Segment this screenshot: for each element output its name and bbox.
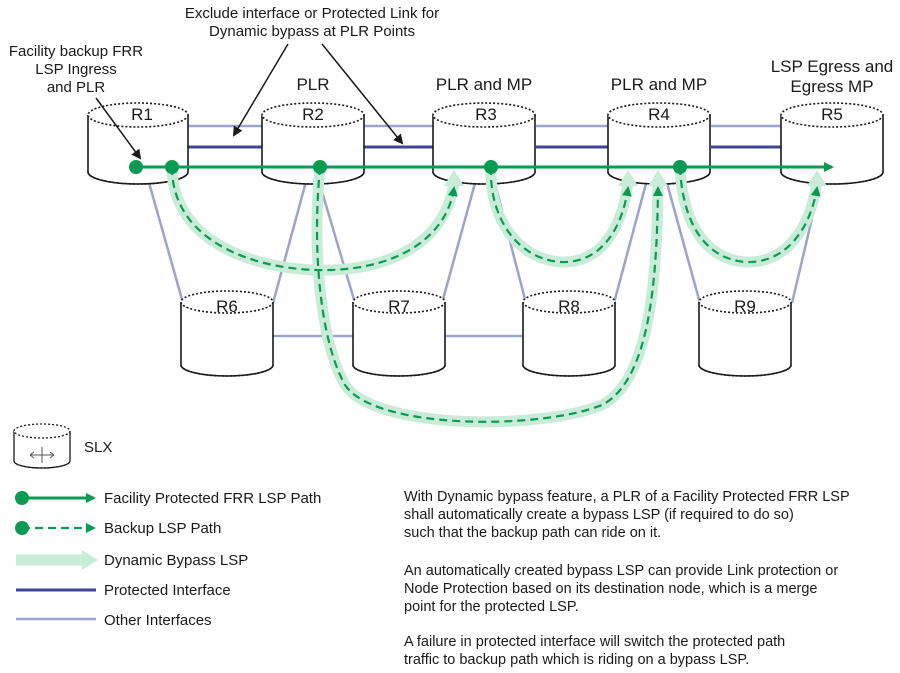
router-label: R9 [734, 297, 756, 316]
note-line: such that the backup path can ride on it… [404, 525, 662, 541]
legend-backup-path: Backup LSP Path [15, 520, 221, 537]
exclude-annotation: Exclude interface or Protected Link for … [185, 5, 439, 145]
legend-protected-interface-label: Protected Interface [104, 582, 231, 599]
facility-frr-lsp-path [129, 160, 834, 174]
note-line: A failure in protected interface will sw… [404, 634, 786, 650]
legend-backup-path-label: Backup LSP Path [104, 520, 221, 537]
router-r2: R2 [261, 102, 365, 185]
note-paragraph-3: A failure in protected interface will sw… [404, 633, 894, 669]
ingress-annotation-line2: LSP Ingress [35, 61, 116, 78]
r5-role-label-line2: Egress MP [790, 77, 873, 96]
note-line: shall automatically create a bypass LSP … [404, 507, 794, 523]
legend-facility-path: Facility Protected FRR LSP Path [15, 490, 321, 507]
router-r3: R3 [432, 102, 536, 185]
router-label: R2 [302, 105, 324, 124]
note-line: point for the protected LSP. [404, 599, 579, 615]
dynamic-bypass-heads [444, 170, 827, 186]
legend-other-interfaces: Other Interfaces [16, 612, 212, 629]
legend-facility-path-label: Facility Protected FRR LSP Path [104, 490, 321, 507]
router-r9: R9 [698, 290, 792, 377]
router-label: R3 [475, 105, 497, 124]
note-paragraph-2: An automatically created bypass LSP can … [404, 562, 894, 616]
note-line: With Dynamic bypass feature, a PLR of a … [404, 489, 850, 505]
legend-dynamic-bypass: Dynamic Bypass LSP [16, 550, 248, 570]
ingress-annotation-line1: Facility backup FRR [9, 43, 143, 60]
r5-role-label-line1: LSP Egress and [771, 57, 894, 76]
router-label: R1 [131, 105, 153, 124]
router-r8: R8 [522, 290, 616, 377]
legend-slx-label: SLX [84, 439, 112, 456]
r2-role-label: PLR [296, 75, 329, 94]
exclude-annotation-line1: Exclude interface or Protected Link for [185, 5, 439, 22]
legend-dynamic-bypass-label: Dynamic Bypass LSP [104, 552, 248, 569]
router-label: R8 [558, 297, 580, 316]
router-label: R5 [821, 105, 843, 124]
router-label: R4 [648, 105, 670, 124]
router-label: R6 [216, 297, 238, 316]
note-line: traffic to backup path which is riding o… [404, 652, 750, 668]
legend-protected-interface: Protected Interface [16, 582, 231, 599]
r3-role-label: PLR and MP [436, 75, 532, 94]
router-r7: R7 [352, 290, 446, 377]
router-r6: R6 [180, 290, 274, 377]
legend: SLX Facility Protected FRR LSP Path Back… [13, 423, 321, 629]
slx-switch-icon [29, 447, 55, 463]
note-line: Node Protection based on its destination… [404, 581, 818, 597]
note-paragraph-1: With Dynamic bypass feature, a PLR of a … [404, 488, 894, 542]
backup-lsp-paths [170, 166, 821, 423]
router-label: R7 [388, 297, 410, 316]
exclude-annotation-line2: Dynamic bypass at PLR Points [209, 23, 415, 40]
legend-other-interfaces-label: Other Interfaces [104, 612, 212, 629]
router-r5: R5 [780, 102, 884, 185]
r4-role-label: PLR and MP [611, 75, 707, 94]
ingress-annotation-line3: and PLR [47, 79, 106, 96]
ingress-annotation: Facility backup FRR LSP Ingress and PLR [9, 43, 143, 160]
note-line: An automatically created bypass LSP can … [404, 563, 839, 579]
legend-slx: SLX [13, 423, 112, 469]
